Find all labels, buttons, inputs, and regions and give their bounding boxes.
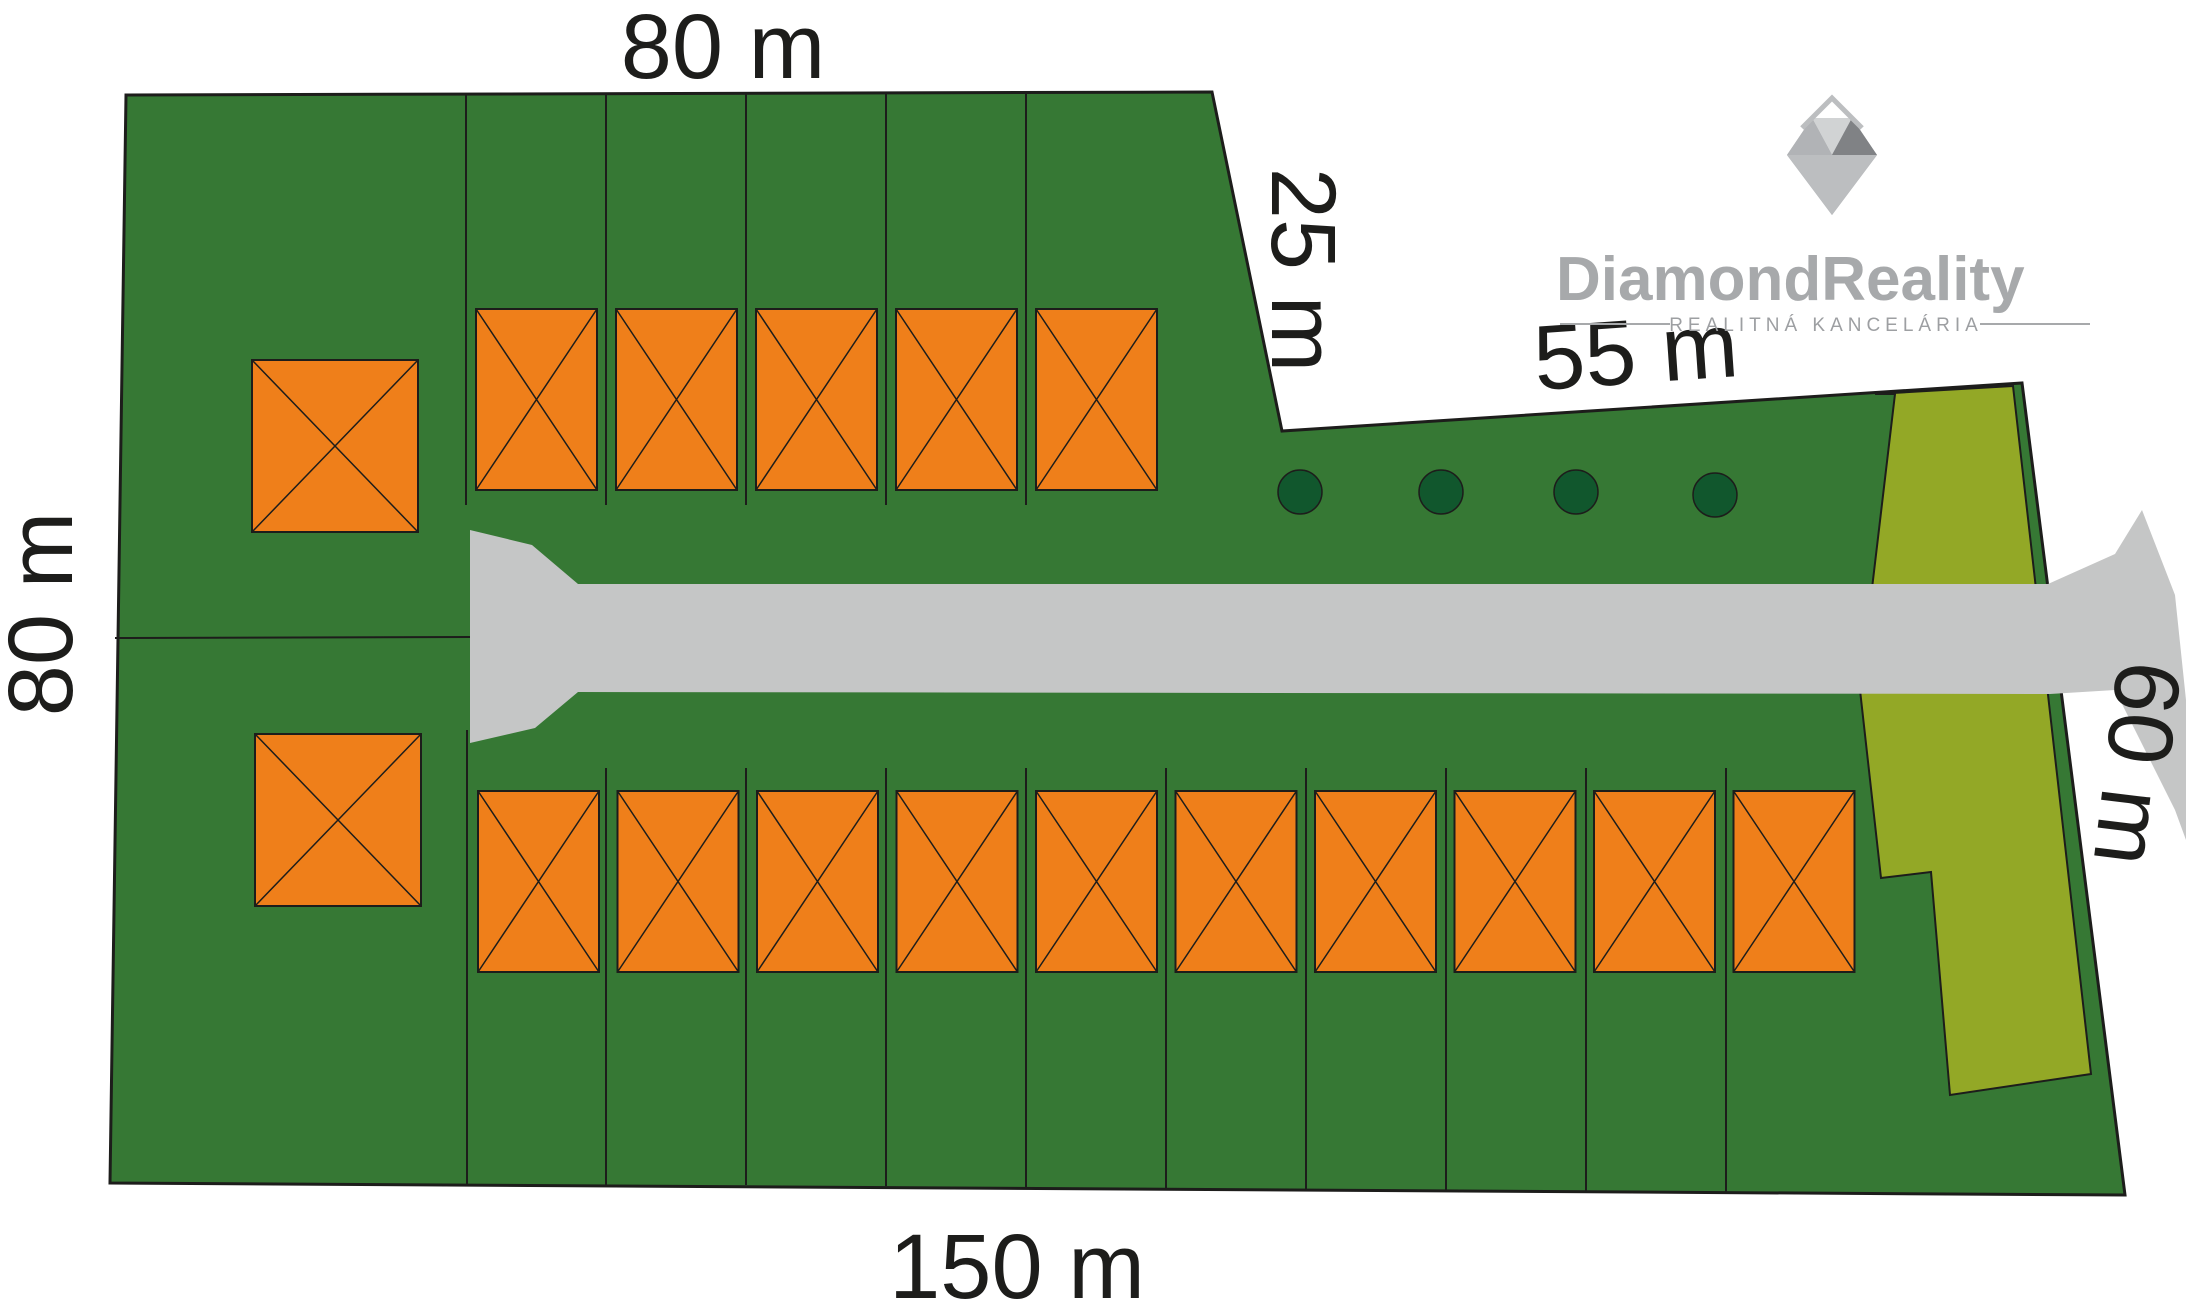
dimension-right-top: 55 m: [1530, 294, 1741, 410]
brand-tagline: REALITNÁ KANCELÁRIA: [1669, 315, 1983, 336]
house-top-row: [615, 308, 738, 491]
house-bottom-row: [756, 790, 879, 973]
house-bottom-row: [1732, 790, 1856, 973]
dimension-left: 80 m: [0, 512, 92, 717]
house-top-row: [895, 308, 1018, 491]
house-large: [254, 733, 422, 907]
houses: [251, 308, 1856, 973]
tree: [1277, 469, 1323, 515]
dimension-diagonal: 25 m: [1252, 168, 1354, 373]
dimension-top: 80 m: [621, 0, 826, 98]
house-large: [251, 359, 419, 533]
brand-name: DiamondReality: [1556, 245, 2025, 314]
tree: [1418, 469, 1464, 515]
house-bottom-row: [477, 790, 600, 973]
house-bottom-row: [1174, 790, 1298, 973]
house-bottom-row: [1453, 790, 1577, 973]
tree: [1553, 469, 1599, 515]
house-bottom-row: [1035, 790, 1158, 973]
tree: [1692, 472, 1738, 518]
house-top-row: [1035, 308, 1158, 491]
house-bottom-row: [1314, 790, 1437, 973]
access-road: [470, 510, 2186, 840]
plot-dividers: [114, 93, 1727, 1192]
diamond-logo-icon: [1787, 94, 1877, 215]
trees: [1277, 469, 1738, 518]
dimension-bottom: 150 m: [889, 1216, 1145, 1304]
house-bottom-row: [616, 790, 740, 973]
house-top-row: [755, 308, 878, 491]
house-top-row: [475, 308, 598, 491]
house-bottom-row: [1593, 790, 1716, 973]
house-bottom-row: [895, 790, 1019, 973]
